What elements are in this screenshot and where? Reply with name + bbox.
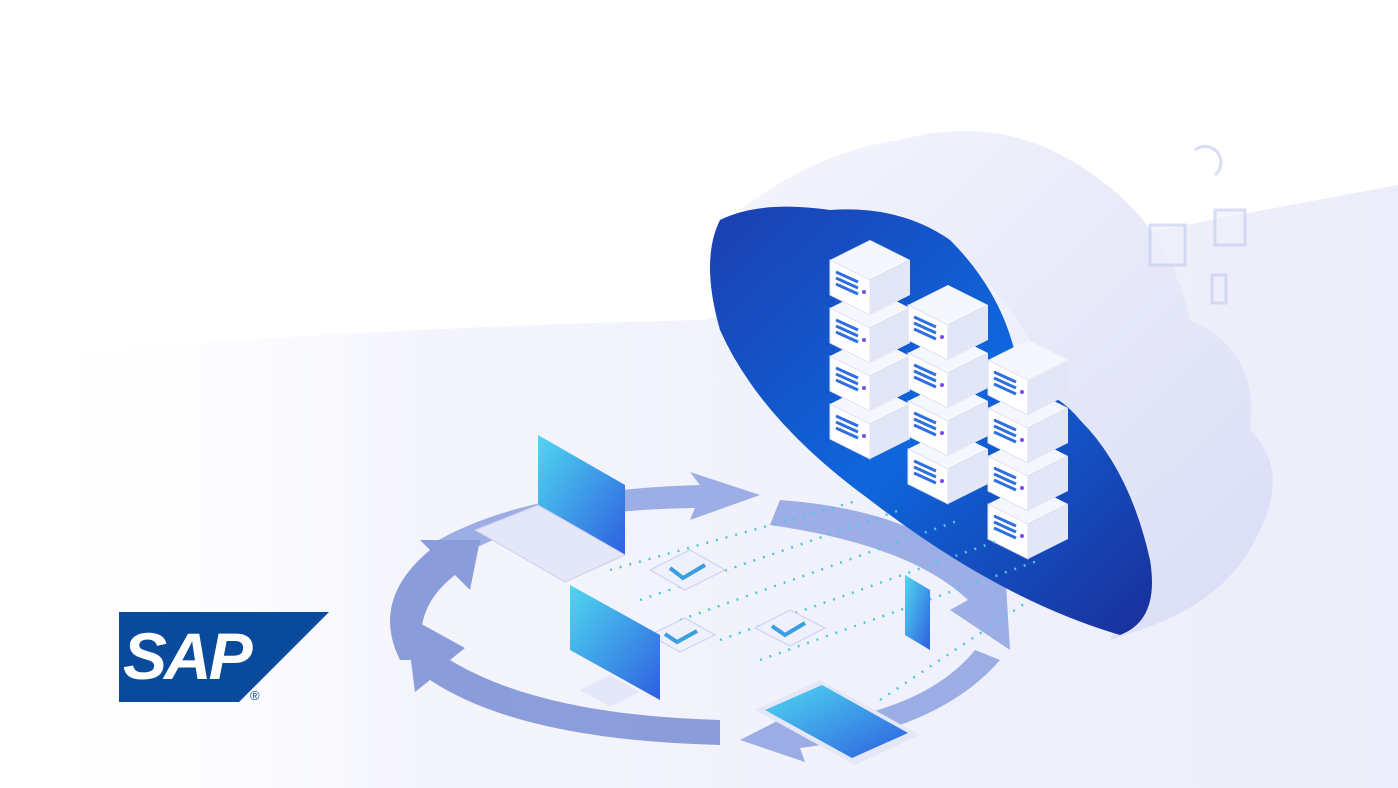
desktop-monitor <box>570 585 660 707</box>
check-tiles <box>648 549 827 653</box>
check-tile <box>648 617 717 653</box>
tablet <box>755 680 920 765</box>
connection-dots <box>609 498 1041 702</box>
sap-logo-shape <box>119 612 329 702</box>
image-icon <box>1213 208 1247 247</box>
server-unit <box>907 285 988 361</box>
sap-logo: SAP ® <box>119 612 329 704</box>
document-icon <box>1148 223 1187 267</box>
server-racks <box>829 240 1068 560</box>
phone-icon <box>1210 273 1228 305</box>
phone <box>905 575 930 650</box>
laptop <box>473 435 627 583</box>
refresh-icon <box>1194 145 1223 177</box>
check-tile <box>648 549 727 591</box>
server-unit <box>829 240 910 316</box>
floating-icons <box>1148 145 1247 305</box>
sap-logo-text: SAP <box>123 619 253 693</box>
check-tile <box>753 609 827 647</box>
registered-mark: ® <box>250 688 260 703</box>
server-unit <box>987 340 1068 416</box>
